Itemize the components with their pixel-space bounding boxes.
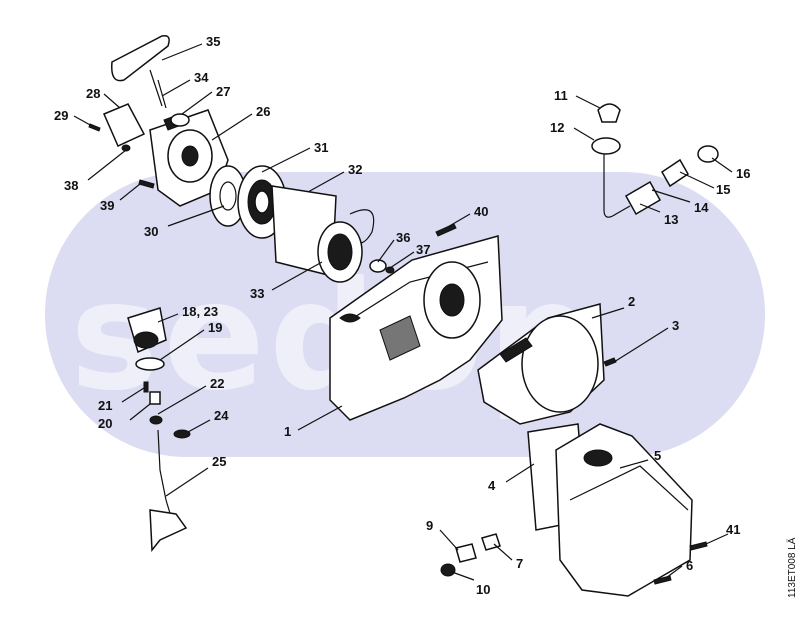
- part-pawl-carrier: [317, 221, 363, 283]
- callout-33: 33: [250, 286, 264, 301]
- part-36-nut: [369, 259, 387, 273]
- part-27-bush: [170, 113, 190, 127]
- callout-2: 2: [628, 294, 635, 309]
- part-25-strap: [149, 429, 188, 553]
- part-19-seal: [135, 357, 165, 371]
- part-10-nut: [440, 563, 456, 577]
- part-3-screw: [603, 357, 617, 367]
- callout-29: 29: [54, 108, 68, 123]
- callout-34: 34: [194, 70, 209, 85]
- part-2-shroud: [477, 303, 605, 425]
- callout-18-23: 18, 23: [182, 304, 218, 319]
- part-34-rope: [157, 79, 167, 109]
- part-15-grommet: [661, 158, 689, 188]
- callout-12: 12: [550, 120, 564, 135]
- leader-lines: [73, 43, 733, 581]
- callout-31: 31: [314, 140, 328, 155]
- callout-26: 26: [256, 104, 270, 119]
- part-11-cap: [597, 103, 621, 123]
- callout-28: 28: [86, 86, 100, 101]
- callout-13: 13: [664, 212, 678, 227]
- part-37-washer: [385, 266, 395, 274]
- callout-30: 30: [144, 224, 158, 239]
- callout-27: 27: [216, 84, 230, 99]
- part-38-washer: [121, 144, 131, 152]
- part-28-cover-plate: [103, 103, 146, 148]
- callout-39: 39: [100, 198, 114, 213]
- part-22-fitting: [149, 391, 163, 425]
- part-1-housing: [329, 235, 503, 421]
- callout-labels: 35 34 27 28 26 29 38 39 31 30 32 33 36 3…: [54, 34, 750, 597]
- callout-38: 38: [64, 178, 78, 193]
- callout-20: 20: [98, 416, 112, 431]
- callout-15: 15: [716, 182, 730, 197]
- callout-36: 36: [396, 230, 410, 245]
- part-35-starter-grip: [111, 34, 170, 107]
- callout-35: 35: [206, 34, 220, 49]
- callout-41: 41: [726, 522, 740, 537]
- callout-19: 19: [208, 320, 222, 335]
- callout-9: 9: [426, 518, 433, 533]
- part-hose: [603, 154, 631, 218]
- part-21-pin: [143, 381, 149, 393]
- part-24-disc: [173, 429, 191, 439]
- part-14-filter: [624, 180, 662, 216]
- callout-3: 3: [672, 318, 679, 333]
- callout-5: 5: [654, 448, 661, 463]
- part-9-plate: [455, 543, 477, 563]
- callout-22: 22: [210, 376, 224, 391]
- part-39-screw: [138, 179, 155, 189]
- callout-14: 14: [694, 200, 709, 215]
- callout-10: 10: [476, 582, 490, 597]
- callout-32: 32: [348, 162, 362, 177]
- callout-11: 11: [554, 88, 568, 103]
- callout-37: 37: [416, 242, 430, 257]
- part-41-screw: [689, 541, 708, 551]
- callout-6: 6: [686, 558, 693, 573]
- part-18-tank-cap: [127, 307, 167, 354]
- drawing-code: 113ET008 LÄ: [786, 537, 798, 598]
- callout-24: 24: [214, 408, 229, 423]
- callout-25: 25: [212, 454, 226, 469]
- callout-40: 40: [474, 204, 488, 219]
- callout-7: 7: [516, 556, 523, 571]
- callout-1: 1: [284, 424, 291, 439]
- part-5-tank-housing: [555, 423, 693, 597]
- part-12-fitting: [591, 137, 621, 155]
- callout-4: 4: [488, 478, 496, 493]
- callout-16: 16: [736, 166, 750, 181]
- callout-21: 21: [98, 398, 112, 413]
